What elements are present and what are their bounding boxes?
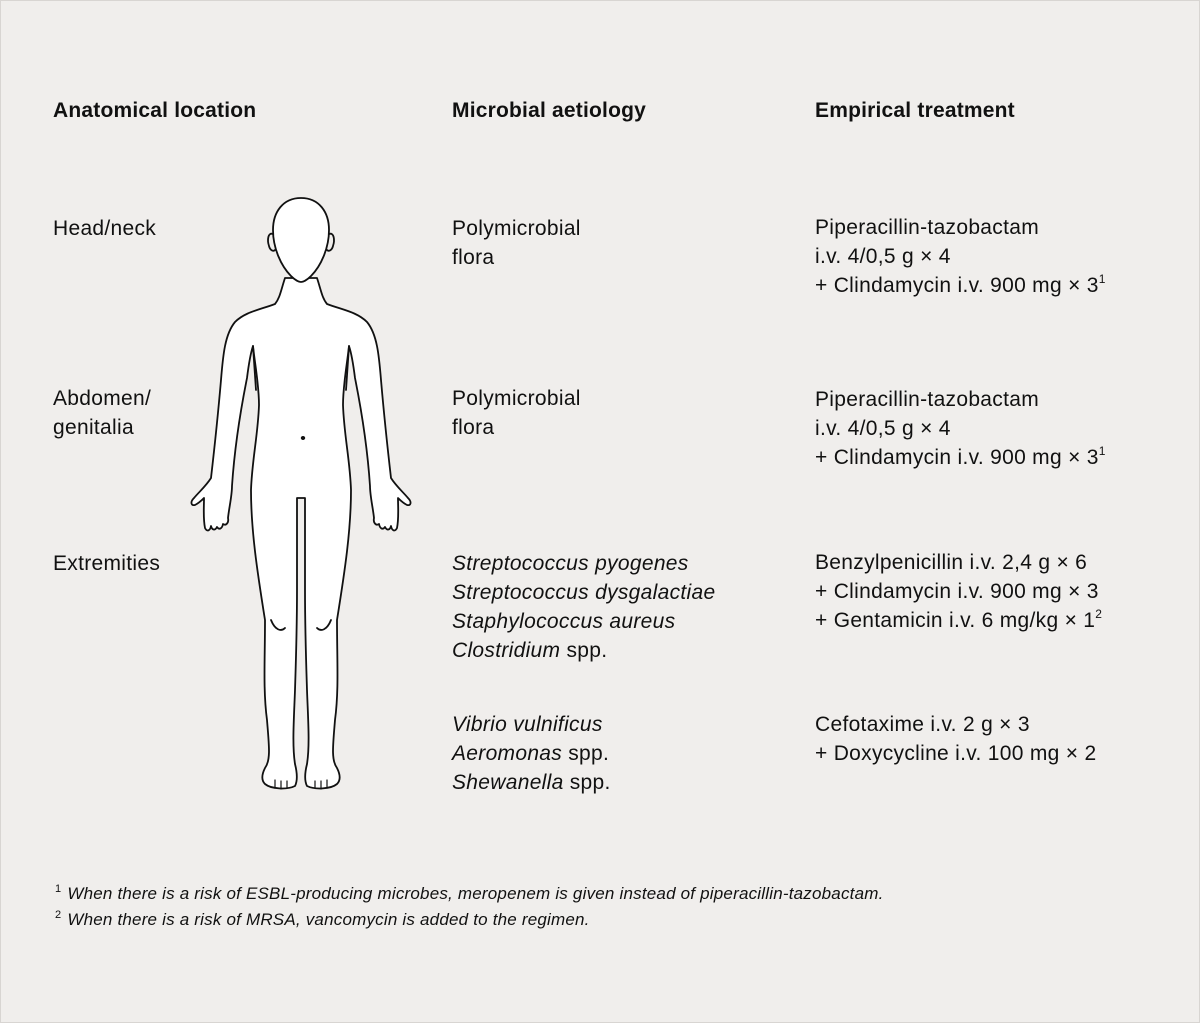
human-body-figure — [190, 197, 412, 790]
treatment-marine: Cefotaxime i.v. 2 g × 3 + Doxycycline i.… — [815, 710, 1096, 768]
location-head-neck: Head/neck — [53, 214, 156, 243]
header-anatomical-location: Anatomical location — [53, 99, 257, 122]
treatment-line: Cefotaxime i.v. 2 g × 3 — [815, 713, 1030, 736]
treatment-line: + Clindamycin i.v. 900 mg × 3 — [815, 580, 1099, 603]
treatment-line: + Gentamicin i.v. 6 mg/kg × 12 — [815, 606, 1102, 635]
aetiology-line: flora — [452, 416, 495, 439]
treatment-line: Piperacillin-tazobactam — [815, 388, 1039, 411]
treatment-head-neck: Piperacillin-tazobactam i.v. 4/0,5 g × 4… — [815, 213, 1106, 300]
header-microbial-aetiology: Microbial aetiology — [452, 99, 646, 122]
treatment-line: Piperacillin-tazobactam — [815, 216, 1039, 239]
aetiology-line: Polymicrobial — [452, 387, 581, 410]
treatment-line: Benzylpenicillin i.v. 2,4 g × 6 — [815, 551, 1088, 574]
footnote-ref: 1 — [1098, 272, 1106, 286]
aetiology-extremities: Streptococcus pyogenes Streptococcus dys… — [452, 549, 715, 665]
footnote-mark: 2 — [55, 909, 62, 921]
location-line: Abdomen/ — [53, 387, 152, 410]
organism-suffix: spp. — [560, 639, 608, 662]
footnote-mark: 1 — [55, 883, 62, 895]
treatment-extremities: Benzylpenicillin i.v. 2,4 g × 6 + Clinda… — [815, 548, 1102, 635]
organism-name: Streptococcus dysgalactiae — [452, 581, 716, 604]
organism-line: Vibrio vulnificus — [452, 710, 611, 739]
treatment-line: + Clindamycin i.v. 900 mg × 31 — [815, 443, 1106, 472]
organism-line: Shewanella spp. — [452, 768, 611, 797]
treatment-line: i.v. 4/0,5 g × 4 — [815, 245, 951, 268]
organism-name: Aeromonas — [452, 742, 563, 765]
organism-line: Staphylococcus aureus — [452, 607, 715, 636]
treatment-text: + Clindamycin i.v. 900 mg × 3 — [815, 446, 1099, 469]
header-empirical-treatment: Empirical treatment — [815, 99, 1015, 122]
aetiology-head-neck: Polymicrobial flora — [452, 214, 581, 272]
location-line: Head/neck — [53, 217, 157, 240]
treatment-line: + Clindamycin i.v. 900 mg × 31 — [815, 271, 1106, 300]
footnote-ref: 1 — [1098, 444, 1106, 458]
aetiology-abdomen: Polymicrobial flora — [452, 384, 581, 442]
aetiology-line: Polymicrobial — [452, 217, 581, 240]
organism-line: Streptococcus pyogenes — [452, 549, 715, 578]
treatment-line: + Doxycycline i.v. 100 mg × 2 — [815, 742, 1097, 765]
organism-name: Vibrio vulnificus — [452, 713, 603, 736]
footnote-text: When there is a risk of ESBL-producing m… — [67, 884, 884, 903]
footnote-ref: 2 — [1095, 607, 1103, 621]
location-extremities: Extremities — [53, 549, 160, 578]
organism-name: Staphylococcus aureus — [452, 610, 676, 633]
organism-name: Shewanella — [452, 771, 564, 794]
organism-suffix: spp. — [562, 742, 610, 765]
aetiology-line: flora — [452, 246, 495, 269]
treatment-abdomen: Piperacillin-tazobactam i.v. 4/0,5 g × 4… — [815, 385, 1106, 472]
organism-name: Streptococcus pyogenes — [452, 552, 689, 575]
footnote-text: When there is a risk of MRSA, vancomycin… — [67, 910, 590, 929]
treatment-text: + Clindamycin i.v. 900 mg × 3 — [815, 274, 1099, 297]
aetiology-marine: Vibrio vulnificus Aeromonas spp. Shewane… — [452, 710, 611, 797]
footnote-1: 1 When there is a risk of ESBL-producing … — [55, 884, 884, 904]
organism-name: Clostridium — [452, 639, 561, 662]
organism-line: Aeromonas spp. — [452, 739, 611, 768]
organism-line: Clostridium spp. — [452, 636, 715, 665]
location-line: Extremities — [53, 552, 161, 575]
organism-line: Streptococcus dysgalactiae — [452, 578, 715, 607]
footnote-2: 2 When there is a risk of MRSA, vancomyci… — [55, 910, 590, 930]
location-abdomen-genitalia: Abdomen/ genitalia — [53, 384, 151, 442]
organism-suffix: spp. — [563, 771, 611, 794]
location-line: genitalia — [53, 416, 134, 439]
treatment-text: + Gentamicin i.v. 6 mg/kg × 1 — [815, 609, 1096, 632]
treatment-line: i.v. 4/0,5 g × 4 — [815, 417, 951, 440]
